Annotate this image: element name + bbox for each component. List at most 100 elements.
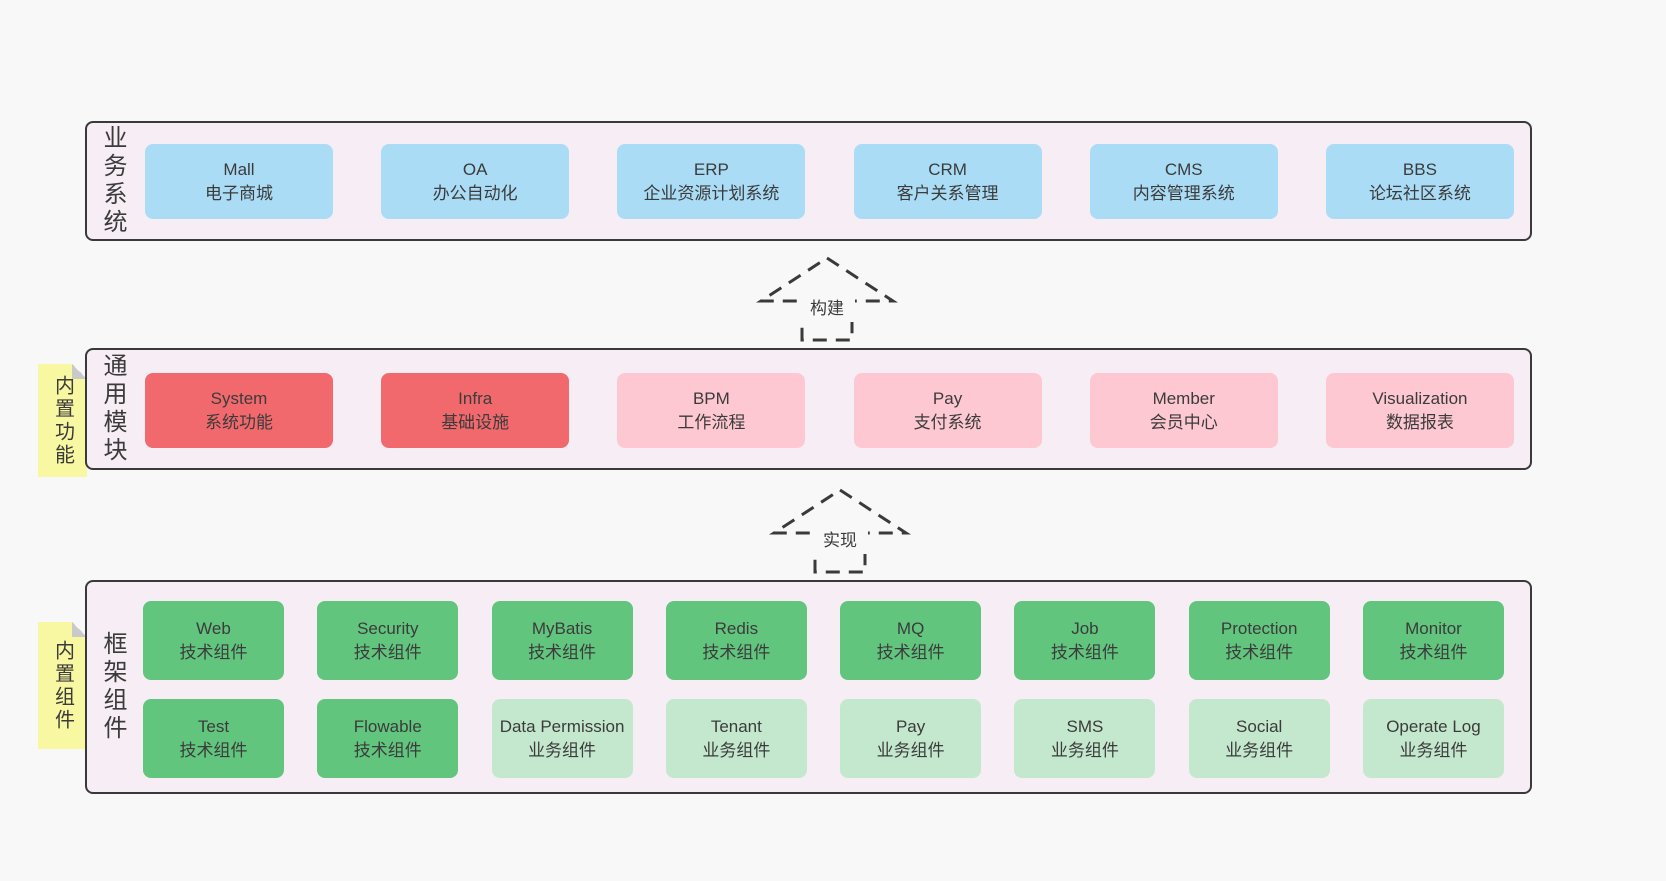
box-oa: OA 办公自动化 [381, 144, 570, 219]
box-title: Protection [1220, 618, 1298, 638]
box-title: Web [196, 618, 231, 638]
box-title: Tenant [710, 716, 762, 736]
box-mq: MQ 技术组件 [840, 601, 982, 680]
arrow-outline [755, 256, 899, 342]
box-subtitle: 技术组件 [528, 642, 597, 662]
box-security: Security 技术组件 [317, 601, 459, 680]
box-title: Visualization [1372, 388, 1468, 408]
box-subtitle: 会员中心 [1149, 412, 1218, 432]
box-subtitle: 技术组件 [353, 740, 422, 760]
box-title: MQ [896, 618, 925, 638]
box-subtitle: 办公自动化 [432, 183, 518, 203]
box-title: Job [1071, 618, 1099, 638]
sticky-note-builtin-features: 内置功能 [38, 364, 87, 477]
box-title: Flowable [353, 716, 422, 736]
box-operate-log: Operate Log 业务组件 [1362, 699, 1504, 778]
box-subtitle: 技术组件 [876, 642, 945, 662]
box-test: Test 技术组件 [143, 699, 284, 778]
box-monitor: Monitor 技术组件 [1362, 601, 1504, 680]
box-crm: CRM 客户关系管理 [853, 144, 1042, 219]
arrow-label-bg [812, 524, 868, 554]
sticky-note-builtin-components: 内置组件 [38, 622, 87, 749]
band-label-framework-components: 框架组件 [99, 631, 126, 743]
box-subtitle: 数据报表 [1385, 412, 1454, 432]
box-subtitle: 技术组件 [1225, 642, 1294, 662]
box-title: Test [197, 716, 230, 736]
note-label: 内置组件 [51, 639, 74, 732]
arrow-label: 构建 [810, 299, 844, 318]
box-bbs: BBS 论坛社区系统 [1325, 144, 1514, 219]
box-bpm: BPM 工作流程 [617, 373, 806, 448]
box-title: Data Permission [499, 716, 625, 736]
arrow-outline [768, 488, 912, 574]
box-mybatis: MyBatis 技术组件 [491, 601, 633, 680]
box-subtitle: 支付系统 [913, 412, 982, 432]
box-title: BPM [692, 388, 730, 408]
box-title: SMS [1066, 716, 1104, 736]
box-subtitle: 系统功能 [205, 412, 273, 432]
box-title: MyBatis [531, 618, 593, 638]
box-title: Mall [223, 159, 255, 179]
box-subtitle: 工作流程 [677, 412, 746, 432]
box-title: Pay [895, 716, 926, 736]
box-system: System 系统功能 [145, 373, 333, 448]
box-title: Monitor [1405, 618, 1462, 638]
box-pay: Pay 支付系统 [853, 373, 1042, 448]
box-title: Member [1152, 388, 1215, 408]
box-title: Pay [932, 388, 963, 408]
box-subtitle: 内容管理系统 [1132, 183, 1235, 203]
box-title: CRM [928, 159, 967, 179]
build-arrow: 构建 [755, 256, 899, 342]
box-title: Infra [458, 388, 493, 408]
folded-corner-icon [72, 364, 87, 379]
box-subtitle: 技术组件 [353, 642, 422, 662]
box-title: Social [1236, 716, 1283, 736]
box-subtitle: 企业资源计划系统 [643, 183, 780, 203]
box-infra: Infra 基础设施 [381, 373, 570, 448]
box-subtitle: 客户关系管理 [896, 183, 999, 203]
box-erp: ERP 企业资源计划系统 [617, 144, 806, 219]
box-job: Job 技术组件 [1014, 601, 1156, 680]
band-label-business-systems: 业务系统 [99, 125, 126, 237]
box-subtitle: 业务组件 [1399, 740, 1468, 760]
box-title: ERP [693, 159, 729, 179]
arrow-label-bg [799, 292, 855, 322]
box-subtitle: 技术组件 [179, 642, 248, 662]
box-title: BBS [1402, 159, 1437, 179]
box-title: Operate Log [1386, 716, 1481, 736]
box-web: Web 技术组件 [143, 601, 284, 680]
box-protection: Protection 技术组件 [1188, 601, 1330, 680]
box-title: System [210, 388, 268, 408]
box-subtitle: 技术组件 [179, 740, 248, 760]
box-row: System 系统功能 Infra 基础设施 BPM 工作流程 Pay 支付系统 Member 会… [145, 373, 1514, 448]
box-title: Redis [714, 618, 759, 638]
box-cms: CMS 内容管理系统 [1089, 144, 1278, 219]
box-subtitle: 基础设施 [441, 412, 510, 432]
box-title: CMS [1164, 159, 1203, 179]
box-visualization: Visualization 数据报表 [1325, 373, 1514, 448]
box-subtitle: 技术组件 [702, 642, 771, 662]
folded-corner-icon [72, 622, 87, 637]
note-label: 内置功能 [51, 374, 74, 467]
arrow-label: 实现 [823, 531, 857, 550]
box-subtitle: 业务组件 [1225, 740, 1294, 760]
box-subtitle: 技术组件 [1050, 642, 1119, 662]
box-social: Social 业务组件 [1188, 699, 1330, 778]
box-subtitle: 技术组件 [1399, 642, 1468, 662]
box-title: OA [462, 159, 488, 179]
box-redis: Redis 技术组件 [665, 601, 807, 680]
box-title: Security [357, 618, 419, 638]
box-subtitle: 论坛社区系统 [1368, 183, 1471, 203]
box-member: Member 会员中心 [1089, 373, 1278, 448]
